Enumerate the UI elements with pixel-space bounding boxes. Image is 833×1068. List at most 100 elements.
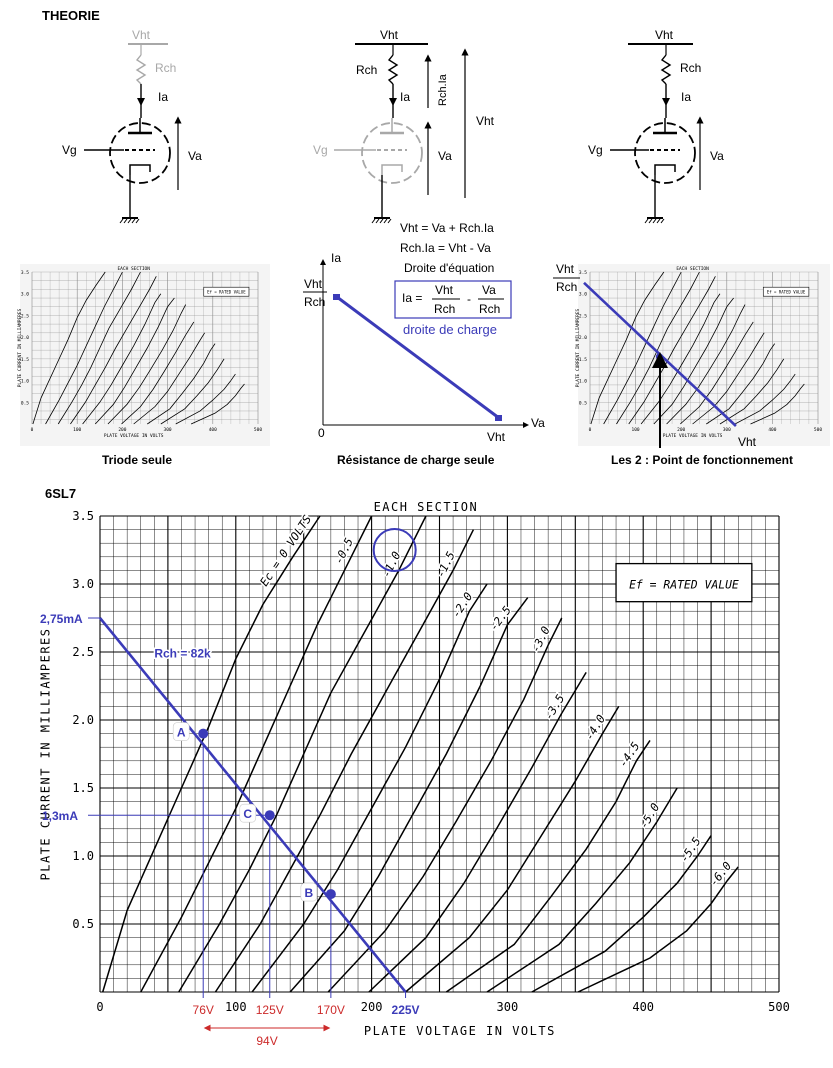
y-tick-label: 1.0 <box>72 849 94 863</box>
x-tick-label: 500 <box>768 1000 790 1014</box>
legend-box <box>615 562 753 603</box>
characteristic-curve <box>178 515 427 993</box>
equations-block: Vht = Va + Rch.Ia Rch.Ia = Vht - Va Droi… <box>394 221 512 337</box>
x-tick-label: 300 <box>497 1000 519 1014</box>
schematic3-rch-label: Rch <box>680 61 701 75</box>
x-tick-label: 0 <box>96 1000 103 1014</box>
y-tick-label: 1.5 <box>72 781 94 795</box>
schematic1-vht-label: Vht <box>132 28 151 42</box>
x-tick-label: 400 <box>632 1000 654 1014</box>
schematic1-tube-symbol <box>109 122 171 184</box>
characteristic-curve <box>289 597 529 993</box>
mini-y-tick: 2.5 <box>21 313 29 319</box>
mini-x-tick: 500 <box>254 427 262 433</box>
mini-curve <box>94 297 175 425</box>
mini-header: EACH SECTION <box>676 266 709 272</box>
mini-curve <box>147 343 216 425</box>
curve-label: -0.5 <box>331 535 356 566</box>
schematic2-ia-label: Ia <box>400 90 410 104</box>
y-annotation-1-3: 1,3mA <box>42 809 78 823</box>
equation-line-2: Rch.Ia = Vht - Va <box>400 241 491 255</box>
schematic3-resistor-symbol <box>660 54 672 85</box>
mini-curve <box>121 321 195 425</box>
mini-y-tick: 1.0 <box>579 379 587 385</box>
chart-header: EACH SECTION <box>374 500 479 514</box>
curve-label: -4.5 <box>616 739 643 770</box>
x-tick-label: 100 <box>225 1000 247 1014</box>
point-label: A <box>177 726 186 740</box>
point-label: B <box>305 886 314 900</box>
mini-y-tick: 3.5 <box>21 270 29 276</box>
mini-curve <box>706 343 776 425</box>
point-label: C <box>243 807 252 821</box>
mini-curve <box>653 297 734 425</box>
characteristic-curve <box>327 617 563 993</box>
curve-label: -6.0 <box>706 859 734 889</box>
mini-legend-box <box>762 286 810 297</box>
x-annotation: 225V <box>392 1003 420 1017</box>
formula-box <box>394 280 512 319</box>
schematic1-rch-label: Rch <box>155 61 176 75</box>
curve-label: -5.0 <box>636 800 662 831</box>
caption-triode: Triode seule <box>102 453 172 467</box>
load-line <box>336 295 500 420</box>
characteristic-curve <box>251 583 488 993</box>
mini-x-tick: 200 <box>677 427 685 433</box>
mini-curve <box>107 304 187 425</box>
point-label-badge <box>239 803 257 823</box>
mini-x-tick: 300 <box>164 427 172 433</box>
mini-x-tick: 0 <box>589 427 592 433</box>
x-tick-label: 200 <box>361 1000 383 1014</box>
highlight-circle <box>372 528 417 572</box>
mini-curve <box>590 271 665 425</box>
y-axis-label: PLATE CURRENT IN MILLIAMPERES <box>39 627 53 880</box>
mini-y-tick: 3.0 <box>21 292 29 298</box>
schematic2-vht-label: Vht <box>380 28 399 42</box>
formula-lhs: Ia = <box>402 291 422 305</box>
characteristic-curve <box>577 866 739 993</box>
schematic1-resistor-symbol <box>135 54 147 85</box>
operating-point-marker <box>198 728 209 739</box>
mini-legend-text: Ef = RATED VALUE <box>207 290 246 295</box>
load-axis-vht-label: Vht <box>487 430 506 444</box>
schematic3-ground-icon <box>644 218 665 224</box>
characteristic-curve <box>445 739 651 993</box>
curve-label: -4.0 <box>582 712 608 743</box>
schematic2-vht-side-label: Vht <box>476 114 495 128</box>
y-tick-label: 3.0 <box>72 577 94 591</box>
load-line-label: Rch = 82k <box>154 646 211 660</box>
mini-x-tick: 200 <box>118 427 126 433</box>
load-axis-ia-label: Ia <box>331 251 341 265</box>
mini-curve <box>750 383 805 425</box>
mini-right-vht-over: Vht <box>556 262 575 276</box>
mini-y-tick: 2.0 <box>579 335 587 341</box>
schematic3-tube-symbol <box>634 122 696 184</box>
schematic3-vht-label: Vht <box>655 28 674 42</box>
y-tick-label: 2.5 <box>72 645 94 659</box>
load-axis-vht-over: Vht <box>304 277 323 291</box>
mini-curve <box>57 271 141 425</box>
characteristic-curve <box>486 787 678 993</box>
formula-frac1-num: Vht <box>435 283 454 297</box>
x-axis-label: PLATE VOLTAGE IN VOLTS <box>364 1024 556 1038</box>
mini-curve <box>175 373 236 425</box>
schematic2-vg-label: Vg <box>313 143 328 157</box>
point-label-badge <box>300 882 318 902</box>
curve-label: -1.0 <box>379 549 404 580</box>
mini-y-tick: 1.0 <box>21 379 29 385</box>
curve-label: -2.0 <box>449 590 476 621</box>
legend-text: Ef = RATED VALUE <box>629 578 739 592</box>
formula-frac2-den: Rch <box>479 302 500 316</box>
main-chart-title: 6SL7 <box>45 486 76 501</box>
mini-legend-text: Ef = RATED VALUE <box>767 290 806 295</box>
schematic-triode-only: Vht Rch Ia Vg Va <box>62 28 202 224</box>
mini-header: EACH SECTION <box>117 266 150 272</box>
curve-label: -1.5 <box>433 549 458 580</box>
load-axis-va-label: Va <box>531 416 545 430</box>
schematic3-va-label: Va <box>710 149 724 163</box>
y-tick-label: 2.0 <box>72 713 94 727</box>
formula-frac1-den: Rch <box>434 302 455 316</box>
characteristic-curve <box>101 515 321 993</box>
